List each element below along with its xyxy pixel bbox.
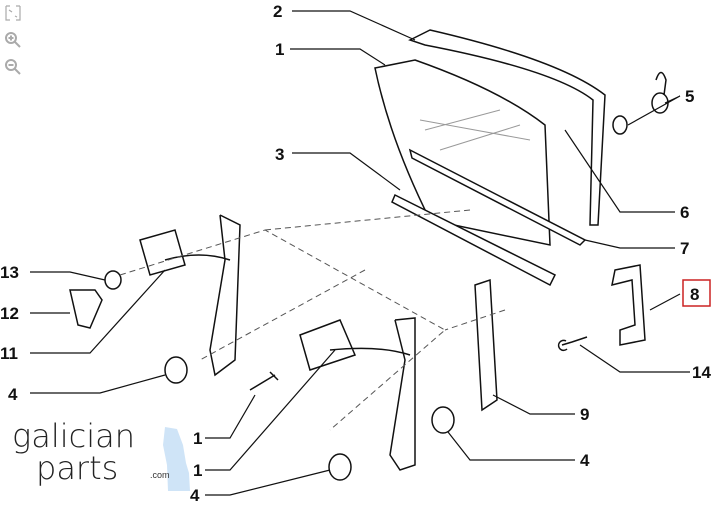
fullscreen-icon[interactable] — [4, 4, 22, 22]
part-label-8[interactable]: 8 — [690, 285, 699, 304]
zoom-out-icon[interactable] — [4, 58, 22, 76]
watermark-logo: galician parts .com — [12, 417, 190, 500]
part-label-4[interactable]: 4 — [580, 451, 590, 470]
door-glass — [374, 59, 551, 246]
center-regulator — [299, 317, 416, 471]
part-label-13[interactable]: 13 — [0, 263, 19, 282]
left-regulator — [139, 214, 241, 377]
part-label-6[interactable]: 6 — [680, 203, 689, 222]
highlight-box-part-8 — [682, 279, 711, 307]
part-label-1[interactable]: 1 — [275, 40, 284, 59]
screw — [557, 336, 588, 352]
zoom-in-icon[interactable] — [4, 31, 22, 49]
part-label-4[interactable]: 4 — [190, 486, 200, 505]
part-label-hidden-a[interactable]: 1 — [193, 429, 202, 448]
ring — [104, 270, 122, 290]
part-label-14[interactable]: 14 — [692, 363, 711, 382]
glass-channel — [391, 193, 557, 287]
clip — [612, 115, 628, 135]
part-label-7[interactable]: 7 — [680, 239, 689, 258]
part-label-4[interactable]: 4 — [8, 385, 18, 404]
part-label-12[interactable]: 12 — [0, 304, 19, 323]
handle — [69, 289, 103, 329]
guide-rail — [474, 278, 498, 412]
part-label-3[interactable]: 3 — [275, 145, 284, 164]
part-label-2[interactable]: 2 — [273, 2, 282, 21]
part-label-hidden-b[interactable]: 1 — [193, 461, 202, 480]
door-frame-seal — [408, 29, 606, 226]
logo-map-shape — [163, 427, 190, 491]
logo-suffix: .com — [150, 470, 170, 480]
logo-line-1: galician — [12, 417, 135, 455]
bushing — [164, 356, 188, 384]
bushing — [328, 453, 352, 481]
pin — [249, 371, 279, 391]
logo-line-2: parts — [36, 449, 119, 487]
viewer-toolbar — [4, 4, 26, 85]
bushing — [431, 406, 455, 434]
lower-rail — [408, 148, 587, 246]
part-label-5[interactable]: 5 — [685, 87, 694, 106]
bracket — [611, 264, 646, 346]
part-label-9[interactable]: 9 — [580, 405, 589, 424]
part-label-11[interactable]: 11 — [0, 344, 18, 363]
